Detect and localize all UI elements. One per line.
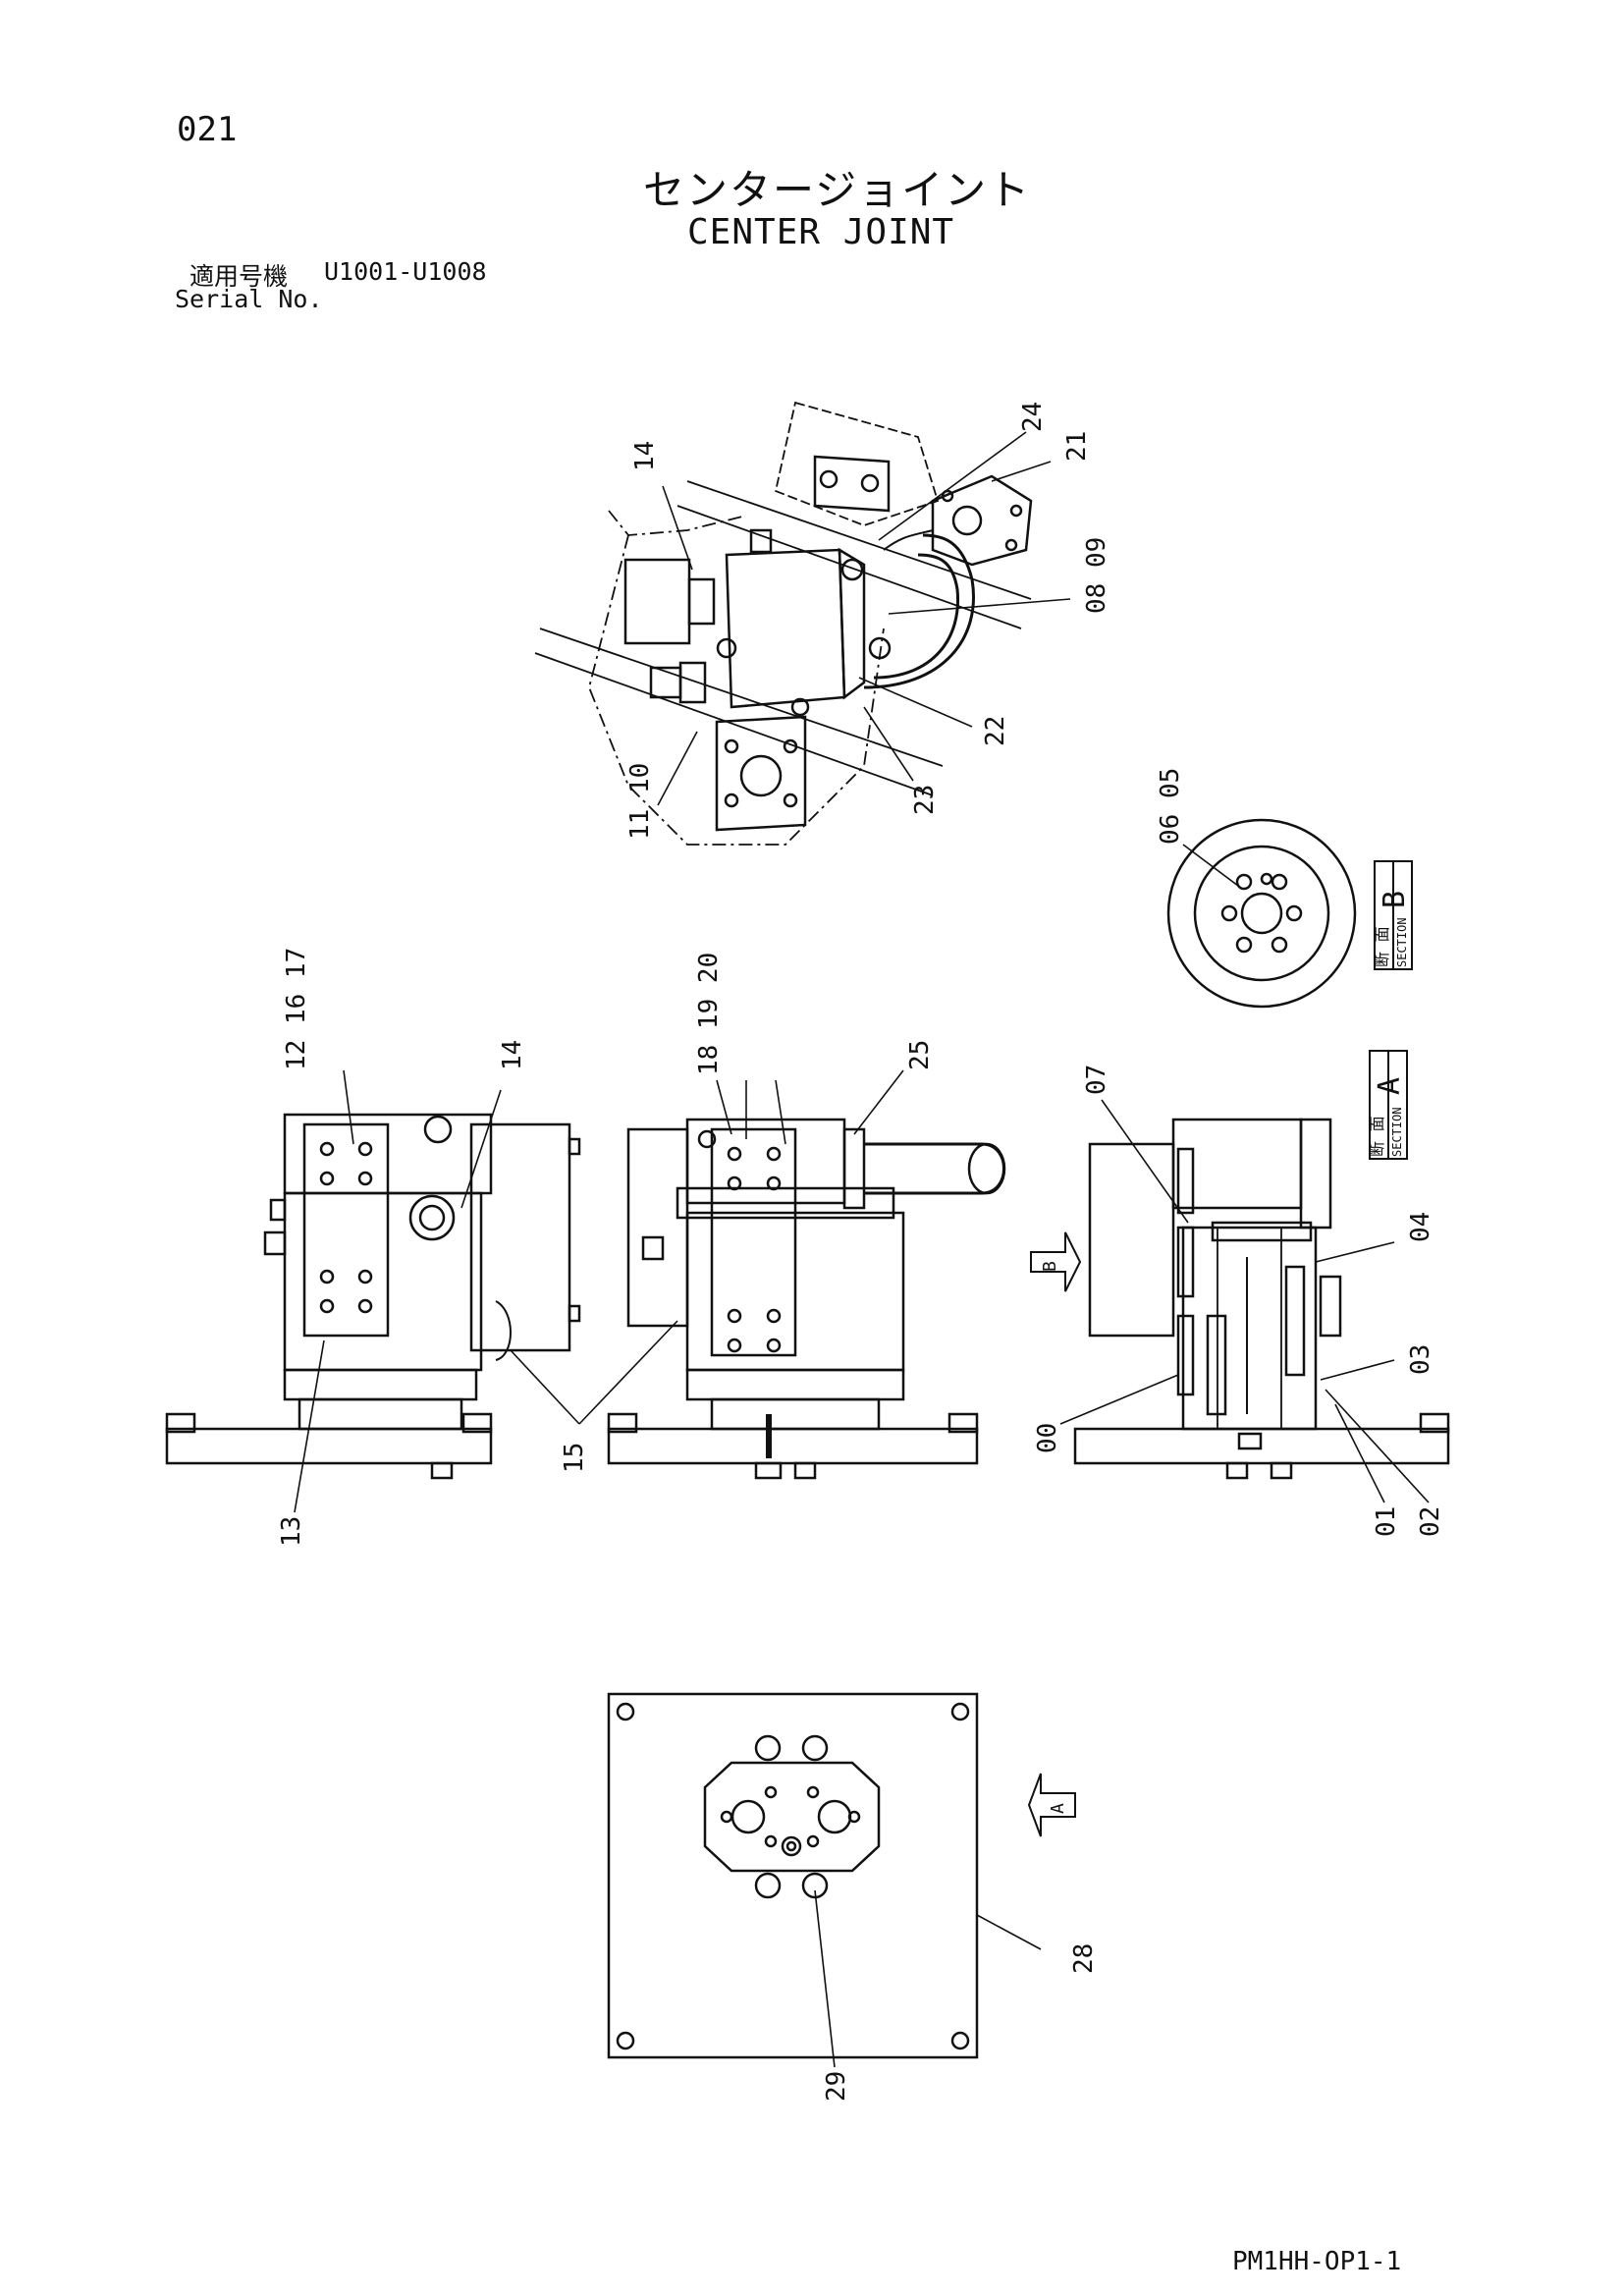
callout-00: 00 [1033,1423,1062,1453]
page-number: 021 [177,110,238,149]
left-front-view [165,1069,678,1513]
callout-24: 24 [1018,402,1048,432]
callout-15: 15 [560,1443,589,1473]
callout-02: 02 [1416,1506,1445,1537]
callout-07: 07 [1082,1065,1111,1095]
callout-22: 22 [981,716,1010,746]
top-view [534,401,1071,846]
title-japanese: センタージョイント [643,166,1032,214]
callout-29: 29 [822,2071,851,2102]
callout-25: 25 [905,1040,935,1070]
section-a-letter: A [1373,1077,1407,1095]
callout-11-10: 11 10 [625,763,655,840]
callout-06-05: 06 05 [1156,768,1185,845]
bottom-plan-view [607,1692,1076,2068]
callout-14-top: 14 [630,441,660,471]
callout-08-09: 08 09 [1082,537,1111,614]
view-arrow-a-letter: A [1048,1803,1068,1814]
callout-18-19-20: 18 19 20 [694,953,724,1075]
serial-range: U1001-U1008 [324,257,487,286]
serial-label-english: Serial No. [175,285,323,313]
section-b-en: SECTION [1395,917,1409,967]
callout-14-left: 14 [498,1040,527,1070]
section-b-view [1166,818,1413,1009]
middle-front-view [607,1069,1006,1480]
view-arrow-b-letter: B [1040,1261,1060,1272]
callout-21: 21 [1062,431,1092,462]
serial-label-japanese: 適用号機 [189,262,289,291]
callout-01: 01 [1372,1506,1401,1537]
section-b-letter: B [1378,891,1412,908]
section-a-jp: 断 面 [1368,1116,1386,1157]
section-a-en: SECTION [1390,1107,1404,1157]
section-a-view [1030,1050,1450,1503]
callout-12-16-17: 12 16 17 [282,948,311,1070]
callout-04: 04 [1406,1212,1435,1242]
callout-23: 23 [910,785,940,815]
section-b-jp: 断 面 [1373,926,1391,967]
document-code: PM1HH-OP1-1 [1232,2247,1402,2276]
callout-28: 28 [1069,1943,1099,1974]
callout-13: 13 [277,1516,306,1547]
title-english: CENTER JOINT [687,212,955,252]
callout-03: 03 [1406,1344,1435,1375]
